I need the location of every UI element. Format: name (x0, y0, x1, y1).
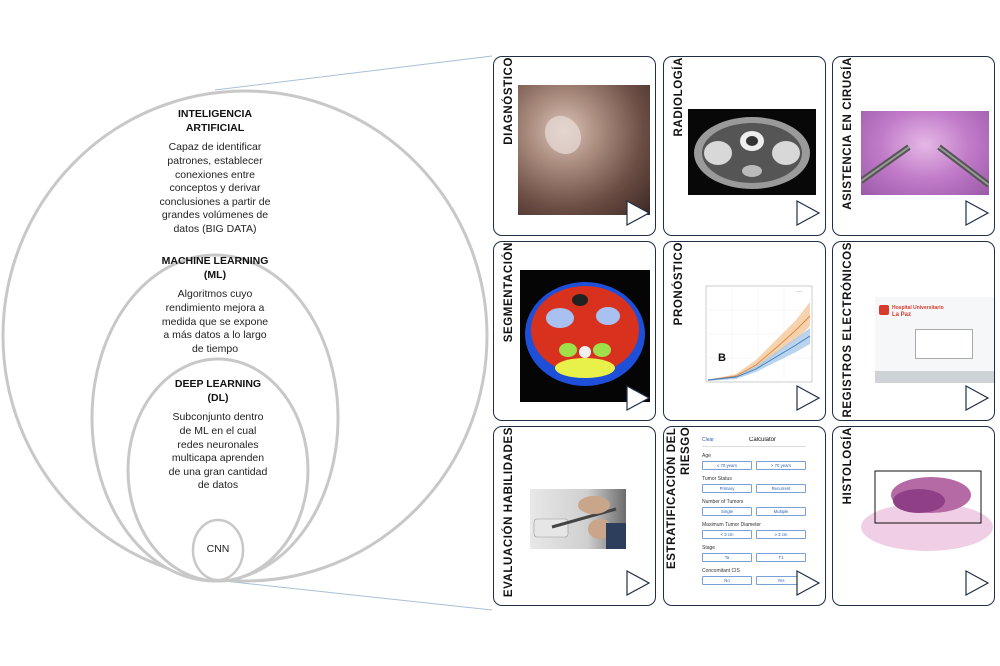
histology-image (859, 465, 994, 557)
panel-label: REGISTROS ELECTRÓNICOS (842, 242, 855, 418)
ml-description: MACHINE LEARNING (ML) Algoritmos cuyo re… (160, 255, 270, 356)
mri-image (688, 109, 816, 195)
panel-registros-electronicos: REGISTROS ELECTRÓNICOS Hospital Universi… (832, 241, 995, 421)
connector-top (214, 55, 493, 91)
option-button[interactable]: Recurrent (756, 484, 806, 493)
cnn-circle (191, 518, 245, 582)
panel-estratificacion-riesgo: ESTRATIFICACIÓN DEL RIESGO Clear Calcula… (663, 426, 826, 606)
ct-segmentation-image (520, 270, 650, 402)
panel-pronostico: PRONÓSTICO —— B (663, 241, 826, 421)
ehr-brand-line1: Hospital Universitario (892, 305, 944, 311)
panel-segmentacion: SEGMENTACIÓN (493, 241, 656, 421)
panel-asistencia-cirugia: ASISTENCIA EN CIRUGÍA (832, 56, 995, 236)
surgery-image (861, 111, 989, 195)
arrow-icon (626, 199, 651, 227)
risk-calculator: Clear Calculator Age ≤ 70 years> 70 year… (702, 437, 806, 601)
option-button[interactable]: T1 (756, 553, 806, 562)
dl-description: DEEP LEARNING (DL) Subconjunto dentro de… (168, 378, 268, 493)
ehr-screen-image: Hospital Universitario La Paz (875, 297, 994, 383)
panel-histologia: HISTOLOGÍA (832, 426, 995, 606)
ai-text: Capaz de identificar patrones, establece… (159, 141, 271, 236)
cnn-label: CNN (206, 543, 230, 555)
arrow-icon (796, 199, 821, 227)
training-image (530, 489, 626, 549)
option-button[interactable]: ≥ 3 cm (756, 530, 806, 539)
option-button[interactable]: Multiple (756, 507, 806, 516)
panel-label: HISTOLOGÍA (842, 427, 855, 505)
connector-bottom (214, 579, 493, 611)
panel-label: ASISTENCIA EN CIRUGÍA (842, 57, 855, 210)
panel-evaluacion-habilidades: EVALUACIÓN HABILIDADES (493, 426, 656, 606)
arrow-icon (965, 199, 990, 227)
arrow-icon (965, 569, 990, 597)
panel-label: DIAGNÓSTICO (503, 57, 516, 145)
dl-text: Subconjunto dentro de ML en el cual rede… (168, 411, 268, 492)
calc-row-tumor-diameter: Maximum Tumor Diameter < 3 cm≥ 3 cm (702, 522, 806, 539)
calculator-clear-button[interactable]: Clear (702, 437, 714, 443)
dl-title: DEEP LEARNING (DL) (174, 378, 262, 404)
panel-label: EVALUACIÓN HABILIDADES (503, 427, 516, 598)
panel-label: SEGMENTACIÓN (503, 242, 516, 343)
panel-diagnostico: DIAGNÓSTICO (493, 56, 656, 236)
ml-title: MACHINE LEARNING (ML) (161, 255, 269, 281)
calculator-title: Calculator (748, 437, 776, 443)
panel-label: RADIOLOGÍA (673, 57, 686, 137)
option-button[interactable]: Ta (702, 553, 752, 562)
ehr-dialog (915, 329, 973, 359)
arrow-icon (796, 384, 821, 412)
ehr-brand-line2: La Paz (892, 312, 912, 318)
option-button[interactable]: > 70 years (756, 461, 806, 470)
svg-text:——: —— (796, 289, 802, 293)
option-button[interactable]: Primary (702, 484, 752, 493)
ml-text: Algoritmos cuyo rendimiento mejora a med… (161, 288, 269, 355)
endoscopy-image (518, 85, 650, 215)
option-button[interactable]: No (702, 576, 752, 585)
arrow-icon (965, 384, 990, 412)
panel-radiologia: RADIOLOGÍA (663, 56, 826, 236)
option-button[interactable]: Single (702, 507, 752, 516)
arrow-icon (626, 384, 651, 412)
arrow-icon (796, 569, 821, 597)
panel-label: ESTRATIFICACIÓN DEL RIESGO (666, 427, 692, 569)
arrow-icon (626, 569, 651, 597)
ai-title: INTELIGENCIA ARTIFICIAL (177, 108, 253, 134)
prognosis-chart-image: —— (696, 282, 816, 394)
panel-label: PRONÓSTICO (673, 242, 686, 326)
calc-row-age: Age ≤ 70 years> 70 years (702, 453, 806, 470)
option-button[interactable]: < 3 cm (702, 530, 752, 539)
ai-description: INTELIGENCIA ARTIFICIAL Capaz de identif… (150, 108, 280, 237)
option-button[interactable]: ≤ 70 years (702, 461, 752, 470)
hospital-logo-icon (879, 305, 889, 315)
chart-panel-letter: B (718, 352, 726, 364)
